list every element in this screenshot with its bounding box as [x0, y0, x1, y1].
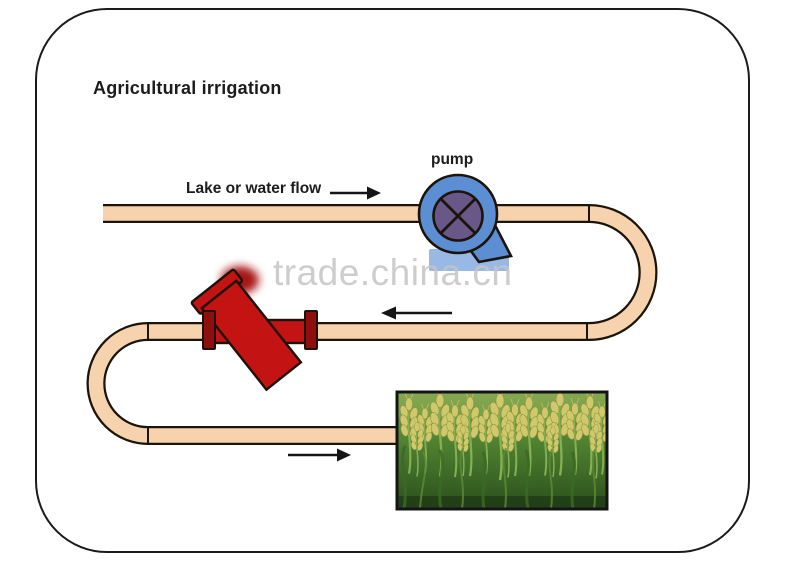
pump-icon — [417, 173, 513, 271]
water-source-label: Lake or water flow — [186, 180, 322, 197]
valve-flange-left — [202, 310, 216, 350]
watermark-text: trade.china.cn — [273, 252, 513, 293]
diagram-border — [35, 8, 750, 553]
valve-strainer-cylinder — [190, 268, 303, 392]
flow-arrow-right-top — [330, 186, 381, 200]
pipe — [86, 204, 658, 445]
flow-arrow-right-bottom — [288, 448, 351, 462]
filter-valve-icon — [190, 266, 318, 392]
pump-label: pump — [431, 151, 474, 168]
diagram-title: Agricultural irrigation — [93, 78, 282, 98]
valve-flange-right — [304, 310, 318, 350]
crop-field-frame — [395, 390, 609, 511]
crop-field-image — [395, 390, 609, 511]
flow-arrow-left-middle — [381, 306, 452, 320]
